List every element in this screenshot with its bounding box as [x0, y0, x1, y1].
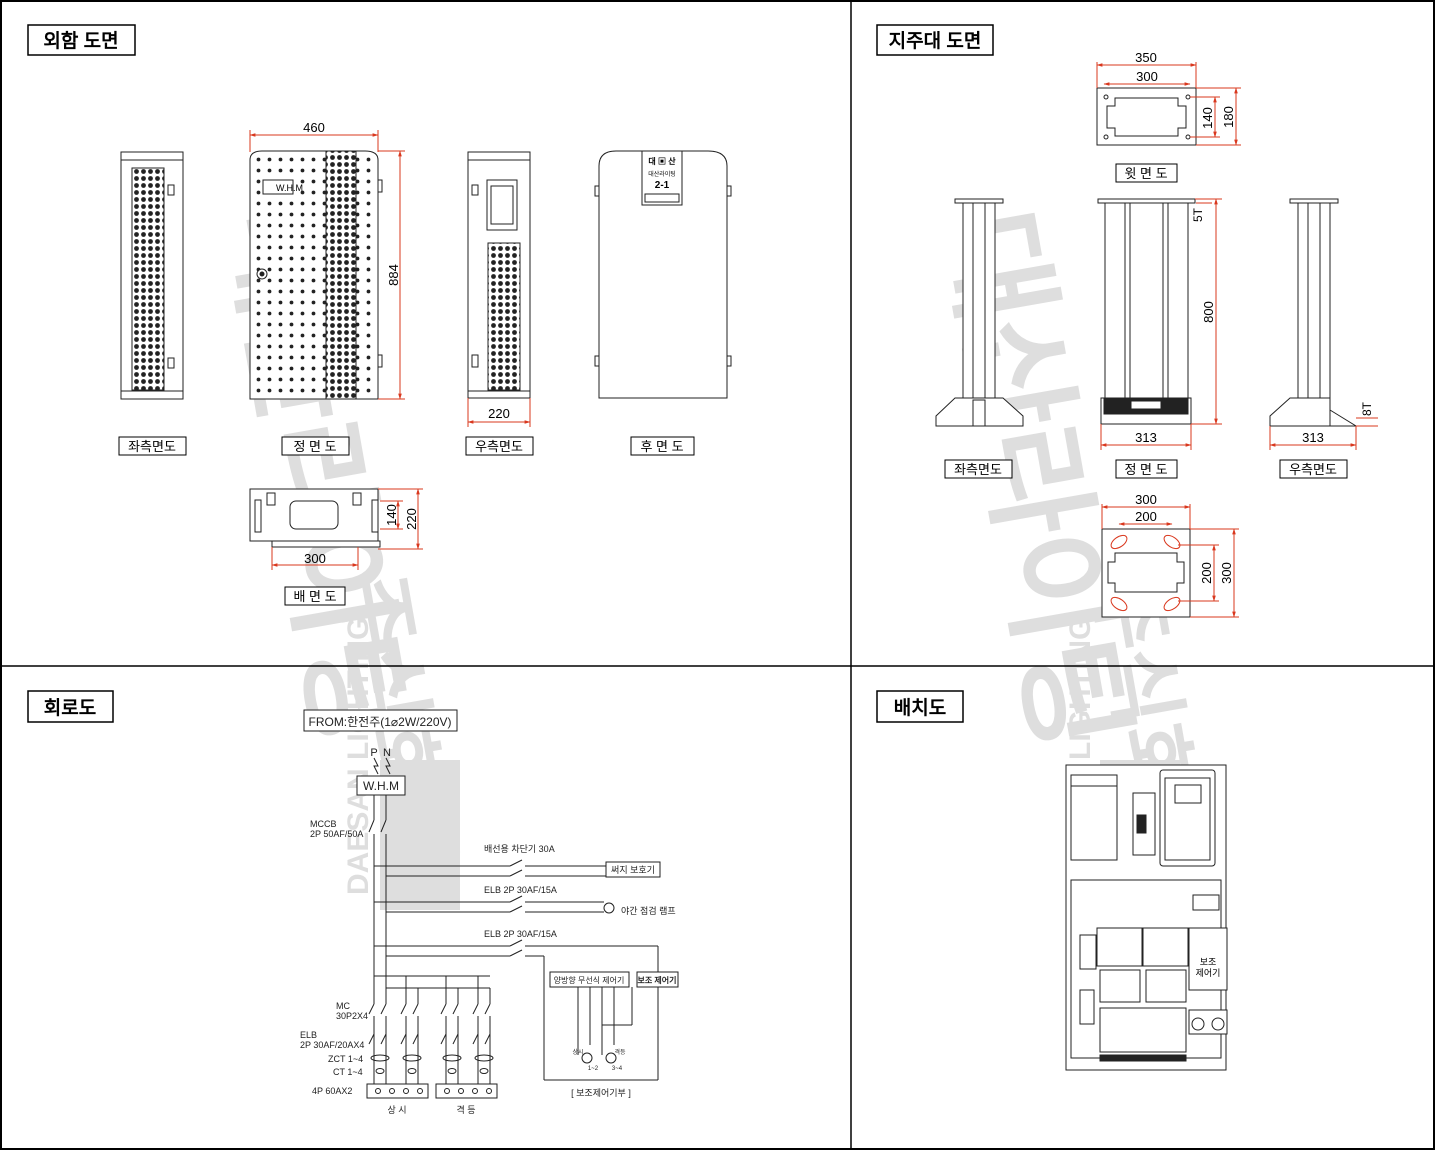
exterior-front-view	[249, 150, 383, 400]
view-label-left: 좌측면도	[118, 436, 187, 456]
sub-mc1-label: 1~2	[588, 1066, 599, 1072]
svg-text:정 면 도: 정 면 도	[1124, 462, 1167, 477]
dim-front-width: 460	[303, 120, 325, 135]
dim-base-depth-outer: 300	[1219, 562, 1234, 584]
exterior-bottom-view	[249, 488, 381, 548]
watermark-en-left: DAESAN LIGHTING	[342, 617, 375, 895]
wireless-controller-label: 양방향 무선식 제어기	[554, 975, 625, 985]
svg-text:외함 도면: 외함 도면	[43, 30, 118, 52]
aux-unit-label: [ 보조제어기부 ]	[571, 1088, 631, 1098]
dim-top-depth-inner: 140	[1200, 107, 1215, 129]
lamp-label: 야간 점검 램프	[621, 905, 676, 916]
view-label-bottom: 배 면 도	[284, 586, 346, 606]
sub-always-label: 상시	[572, 1048, 583, 1056]
circuit-diagram	[303, 709, 679, 1099]
dim-front-base-width: 313	[1135, 430, 1157, 445]
elb-label-2: 2P 30AF/20AX4	[300, 1040, 364, 1050]
rear-plate-line1: 대 ▣ 산	[648, 156, 676, 166]
source-label: FROM:한전주(1⌀2W/220V)	[308, 715, 451, 729]
surge-protector-label: 써지 보호기	[611, 865, 655, 875]
phase-n-label: N	[383, 747, 391, 759]
dim-top-inner: 300	[1136, 69, 1158, 84]
dim-bottom-width: 300	[304, 551, 326, 566]
dim-bottom-depth-outer: 220	[404, 508, 419, 530]
dim-height: 884	[386, 264, 401, 286]
mc-label-1: MC	[336, 1001, 350, 1011]
phase-p-label: P	[370, 747, 377, 759]
pole-dimensions	[1096, 62, 1378, 618]
pole-label-front: 정 면 도	[1115, 459, 1178, 479]
layout-diagram	[1065, 764, 1228, 1071]
exterior-dimensions	[249, 130, 531, 570]
view-label-rear: 후 면 도	[630, 436, 695, 456]
svg-text:지주대 도면: 지주대 도면	[889, 30, 982, 52]
view-label-right: 우측면도	[465, 436, 534, 456]
exterior-left-view	[120, 151, 184, 400]
mccb-label-2: 2P 50AF/50A	[310, 829, 363, 839]
whm-label: W.H.M	[276, 183, 303, 193]
pole-left-view	[935, 198, 1024, 427]
dim-base-depth-inner: 200	[1199, 562, 1214, 584]
svg-text:윗 면 도: 윗 면 도	[1124, 166, 1167, 181]
pole-label-left: 좌측면도	[944, 459, 1013, 479]
panel-title-exterior: 외함 도면	[27, 24, 136, 56]
dim-bottom-depth-inner: 140	[384, 504, 399, 526]
elb-label-1: ELB	[300, 1030, 317, 1040]
dim-base-inner: 200	[1135, 509, 1157, 524]
svg-text:후 면 도: 후 면 도	[640, 439, 683, 454]
dim-pole-height: 800	[1201, 301, 1216, 323]
pole-base-view	[1101, 528, 1191, 618]
dim-top-outer: 350	[1135, 50, 1157, 65]
dim-base-thickness: 8T	[1360, 401, 1374, 416]
sub-alternate-label: 격등	[614, 1049, 626, 1056]
pole-top-view	[1096, 87, 1197, 146]
svg-text:배치도: 배치도	[894, 697, 946, 719]
dim-top-depth-outer: 180	[1221, 106, 1236, 128]
ct-label: CT 1~4	[333, 1067, 363, 1077]
dim-plate-thickness: 5T	[1191, 207, 1205, 222]
svg-text:정 면 도: 정 면 도	[293, 439, 336, 454]
pole-label-top: 윗 면 도	[1115, 163, 1178, 183]
pole-label-right: 우측면도	[1279, 459, 1348, 479]
dim-side-depth: 220	[488, 406, 510, 421]
group-alternate-label: 격 등	[456, 1104, 475, 1115]
mc-label-2: 30P2X4	[336, 1011, 368, 1021]
view-label-front: 정 면 도	[281, 436, 350, 456]
exterior-rear-view	[594, 150, 732, 399]
exterior-drawing	[120, 150, 732, 548]
group-always-label: 상 시	[387, 1105, 406, 1115]
svg-text:우측면도: 우측면도	[475, 439, 523, 454]
pole-front-view	[1097, 198, 1196, 425]
aux-controller-label: 보조 제어기	[637, 975, 676, 985]
svg-text:회로도: 회로도	[44, 697, 96, 719]
branch3-label: ELB 2P 30AF/15A	[484, 929, 557, 939]
sub-mc2-label: 3~4	[612, 1066, 623, 1072]
whm-circuit-label: W.H.M	[363, 779, 399, 793]
dim-base-outer: 300	[1135, 492, 1157, 507]
branch1-label: 배선용 차단기 30A	[484, 843, 555, 854]
panel-title-layout: 배치도	[876, 690, 964, 723]
exterior-right-view	[467, 151, 531, 399]
pole-right-view	[1269, 198, 1358, 427]
mccb-label-1: MCCB	[310, 819, 337, 829]
branch2-label: ELB 2P 30AF/15A	[484, 885, 557, 895]
svg-text:배 면 도: 배 면 도	[293, 589, 336, 604]
mc-elb-columns	[368, 976, 494, 1084]
rear-plate-line3: 2-1	[655, 180, 670, 191]
terminal-label: 4P 60AX2	[312, 1086, 352, 1096]
zct-label: ZCT 1~4	[328, 1054, 363, 1064]
svg-text:좌측면도: 좌측면도	[954, 462, 1002, 477]
rear-plate-line2: 대산라이팅	[648, 170, 676, 178]
svg-text:우측면도: 우측면도	[1289, 462, 1337, 477]
circuit-labels: FROM:한전주(1⌀2W/220V) P N W.H.M MCCB 2P 50…	[300, 715, 677, 1115]
pole-drawing	[935, 87, 1358, 618]
svg-text:좌측면도: 좌측면도	[128, 439, 176, 454]
panel-title-pole: 지주대 도면	[876, 24, 994, 56]
dim-right-base-width: 313	[1302, 430, 1324, 445]
panel-title-circuit: 회로도	[27, 690, 114, 723]
